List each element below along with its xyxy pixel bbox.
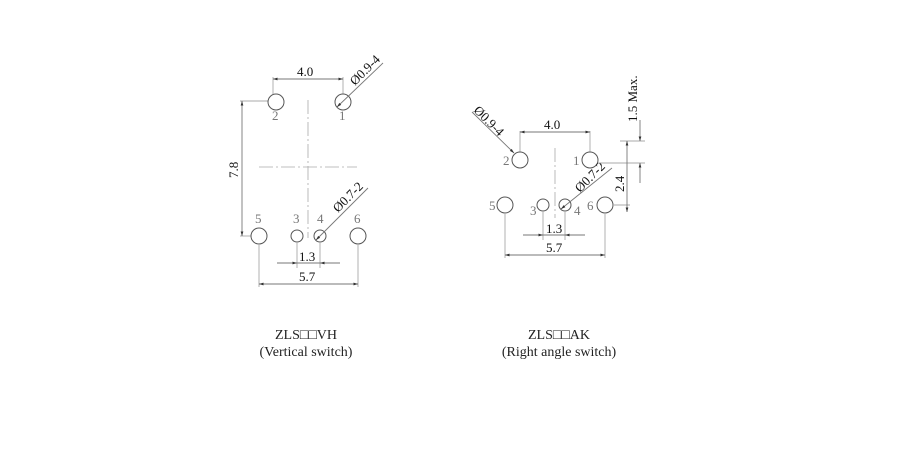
pin-number-label: 3	[530, 203, 537, 218]
pin-6	[349, 227, 367, 245]
dim-7-8: 7.8	[226, 162, 241, 178]
pin-5	[496, 196, 514, 214]
dimension-label: Ø0.9-4	[471, 103, 508, 140]
model-name: ZLS□□VH	[275, 328, 337, 343]
pin-number-label: 6	[587, 198, 594, 213]
pin-number-label: 5	[489, 198, 496, 213]
pin-4	[558, 198, 572, 212]
dimension-label: 4.0	[544, 117, 560, 132]
dimension-label: 2.4	[612, 175, 627, 192]
dimension-label: 5.7	[546, 240, 563, 255]
pin-number-label: 6	[354, 211, 361, 226]
pin-number-label: 5	[255, 211, 262, 226]
pin-3	[536, 198, 550, 212]
pin-number-label: 1	[573, 153, 580, 168]
hole-large-label: Ø0.9-4	[347, 51, 384, 88]
vertical-switch-layout: 4.0 7.8 Ø0.9-4 Ø0.7-2 2 1 5 3 4 6 1.3 5.7 Z…	[226, 51, 384, 360]
pin-number-label: 3	[293, 211, 300, 226]
pin-number-label: 2	[503, 153, 510, 168]
pin-6	[596, 196, 614, 214]
dimension-label: 5.7	[299, 269, 316, 284]
pin-5	[250, 227, 268, 245]
dim-4-0: 4.0	[297, 64, 313, 79]
pin-2	[511, 151, 529, 169]
dimension-label: 1.5 Max.	[625, 75, 640, 122]
dimension-label: ZLS□□AK	[528, 328, 590, 343]
dimension-label: (Right angle switch)	[502, 345, 617, 360]
pin-2	[267, 93, 285, 111]
pin-number-label: 2	[272, 108, 279, 123]
dimension-label: 1.3	[546, 221, 562, 236]
hole-small-label: Ø0.7-2	[330, 179, 366, 215]
pin-3	[290, 229, 304, 243]
dimension-label: 1.3	[299, 249, 315, 264]
pin-number-label: 4	[317, 211, 324, 226]
pin-number-label: 4	[574, 203, 581, 218]
caption: (Vertical switch)	[260, 345, 353, 360]
pin-number-label: 1	[339, 108, 346, 123]
pin-1	[581, 151, 599, 169]
